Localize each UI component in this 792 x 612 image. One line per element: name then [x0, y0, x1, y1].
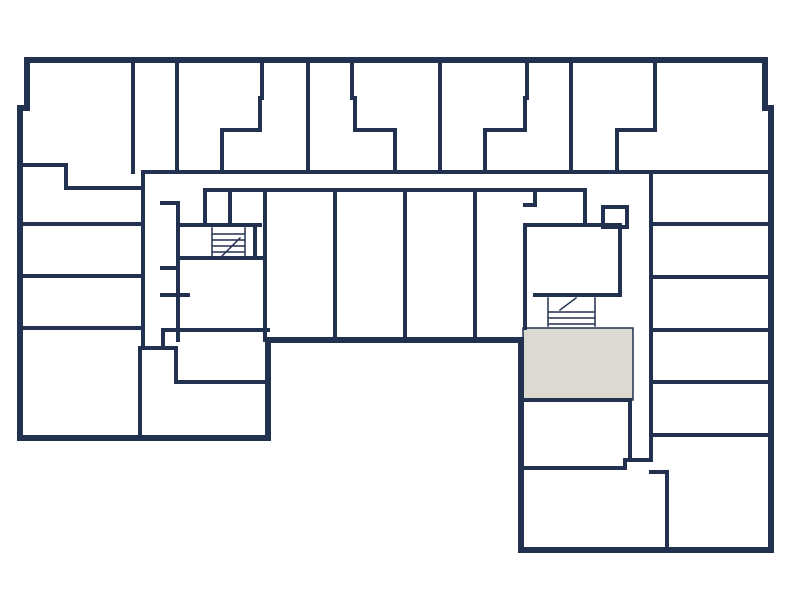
east-unit-walls: [519, 222, 770, 552]
core-walls: [160, 188, 629, 342]
highlighted-unit[interactable]: [522, 327, 634, 401]
west-unit-walls: [18, 163, 270, 384]
walls: [17, 57, 774, 553]
top-unit-walls: [131, 58, 657, 174]
corridor-walls: [138, 170, 770, 462]
stairs: [211, 227, 596, 327]
outer-wall: [17, 57, 774, 553]
